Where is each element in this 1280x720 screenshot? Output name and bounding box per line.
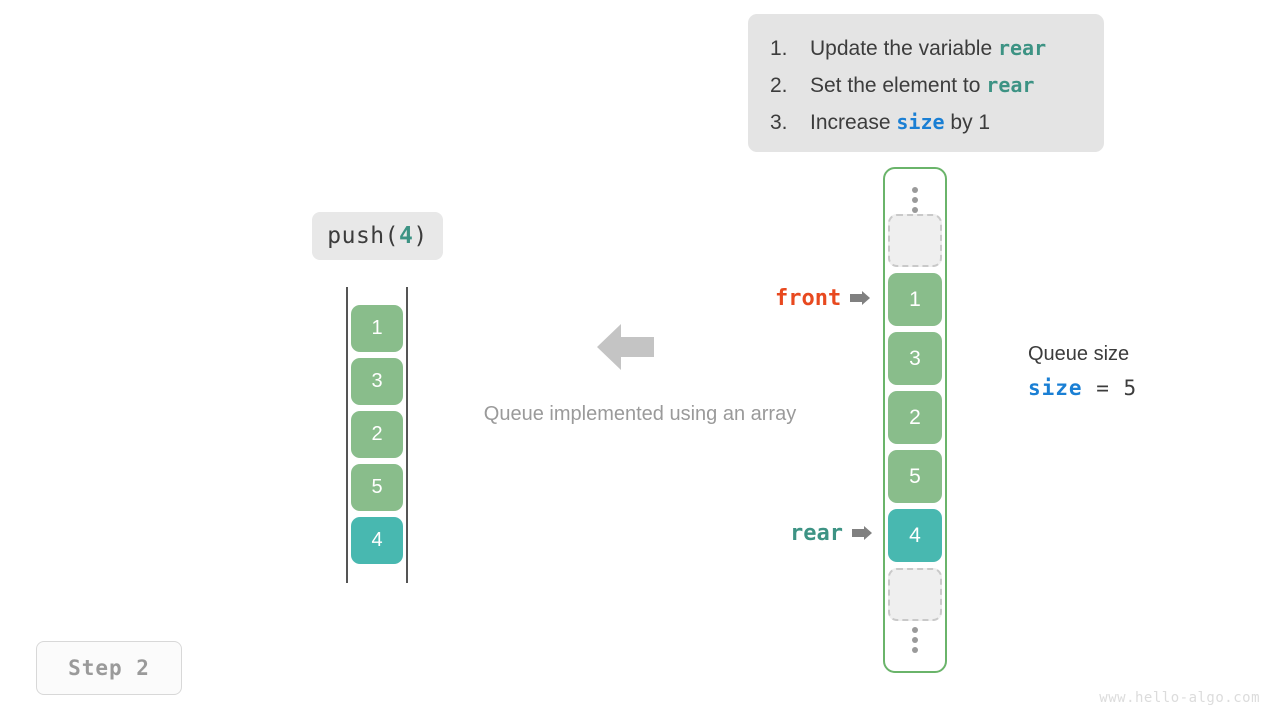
operation-name: push( [327,223,400,249]
watermark: www.hello-algo.com [1099,690,1260,706]
instruction-text-prefix: Set the element to [810,74,987,97]
array-cell: 5 [351,464,403,511]
instruction-number: 3. [770,111,788,134]
queue-cell: 5 [888,450,942,503]
array-cell: 1 [351,305,403,352]
size-readout-expression: size = 5 [1028,376,1137,400]
pointer-rear-label: rear [790,521,843,546]
queue-cell: 3 [888,332,942,385]
array-cell: 2 [351,411,403,458]
arrow-left-icon [597,322,654,372]
step-badge: Step 2 [36,641,182,695]
arrow-right-icon [850,286,871,311]
queue-container: 1 3 2 5 4 [883,167,947,673]
array-cell-highlighted: 4 [351,517,403,564]
instruction-text: Update the variable rear [810,36,1046,61]
array-cell: 3 [351,358,403,405]
dot [912,637,918,643]
instruction-text-suffix: by 1 [944,111,991,134]
operation-argument: 4 [399,223,414,249]
instruction-text-prefix: Update the variable [810,37,998,60]
pointer-rear: rear [790,521,872,546]
operation-label: push(4) [312,212,443,260]
size-operator: = [1096,376,1110,400]
array-cell-list: 1 3 2 5 4 [351,305,403,570]
queue-cell-highlighted: 4 [888,509,942,562]
size-variable-name: size [1028,376,1083,400]
size-value: 5 [1123,376,1138,400]
pointer-front-label: front [775,286,842,311]
pointer-front: front [775,286,871,311]
operation-close-paren: ) [413,223,428,249]
instruction-number: 2. [770,74,788,97]
dot [912,647,918,653]
vertical-ellipsis-icon-top [912,187,918,213]
instruction-text: Increase size by 1 [810,110,990,135]
instruction-item-3: 3. Increase size by 1 [770,110,1086,147]
vertical-ellipsis-icon-bottom [912,627,918,653]
dot [912,197,918,203]
instruction-item-1: 1. Update the variable rear [770,36,1086,73]
array-rail-left [346,287,348,583]
queue-cell-empty [888,568,942,621]
dot [912,207,918,213]
diagram-caption: Queue implemented using an array [483,403,797,425]
queue-cell-empty [888,214,942,267]
instruction-number: 1. [770,37,788,60]
instruction-text-prefix: Increase [810,111,897,134]
instruction-item-2: 2. Set the element to rear [770,73,1086,110]
left-array-view: 1 3 2 5 4 [346,287,408,583]
size-readout-title: Queue size [1028,343,1130,365]
queue-cell: 2 [888,391,942,444]
size-readout: Queue size size = 5 [1028,343,1137,400]
array-rail-right [406,287,408,583]
instruction-panel: 1. Update the variable rear 2. Set the e… [748,14,1104,152]
dot [912,187,918,193]
dot [912,627,918,633]
queue-cell: 1 [888,273,942,326]
arrow-right-icon [851,521,872,546]
instruction-keyword-size: size [896,110,945,134]
instruction-keyword-rear: rear [997,36,1047,60]
instruction-text: Set the element to rear [810,73,1034,98]
instruction-keyword-rear: rear [986,73,1035,97]
